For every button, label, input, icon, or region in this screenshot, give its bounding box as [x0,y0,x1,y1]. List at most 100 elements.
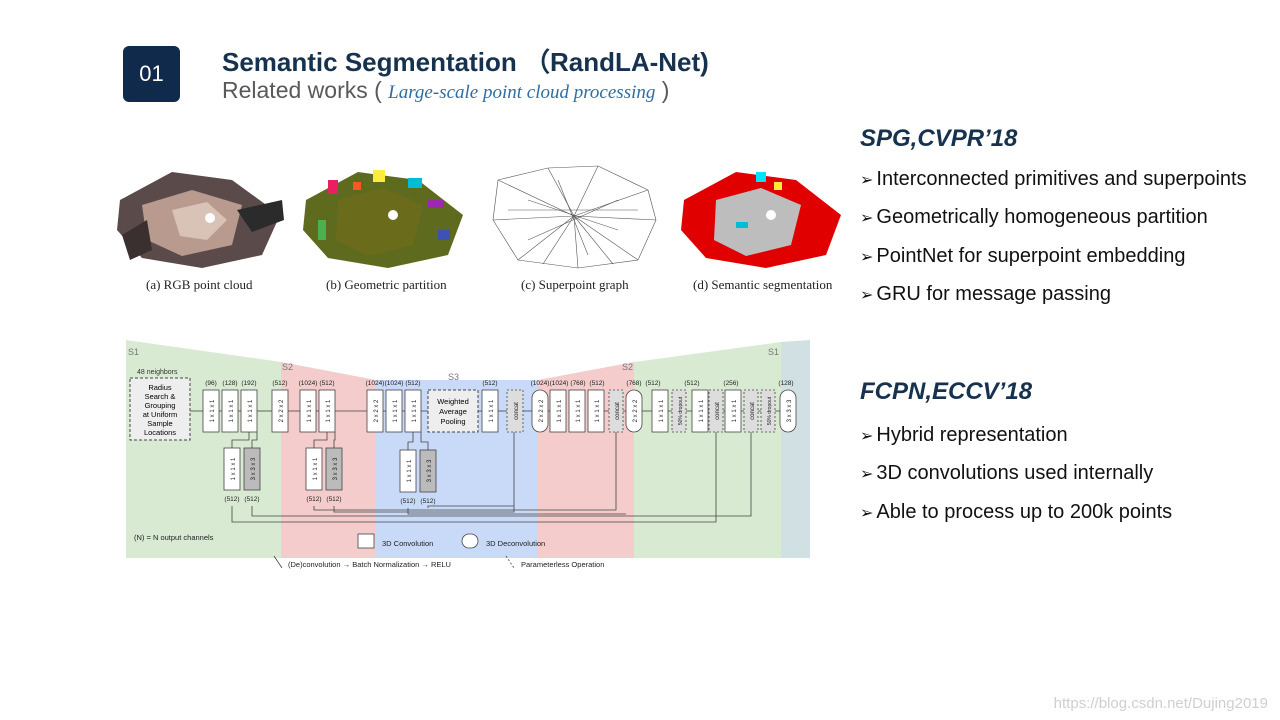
geometric-partition-image [298,160,470,272]
radius-box-line-1: Radius [148,383,172,392]
branch-label-3x3-a: 3 x 3 x 3 [251,457,257,480]
channel-label-512d: (512) [482,380,497,387]
fcpn-architecture-diagram: S1 S2 S3 S2 S1 48 neighbors Radius Searc… [126,340,810,569]
channel-label-1024a: (1024) [299,380,318,387]
spg-bullet-1-text: Interconnected primitives and superpoint… [876,168,1247,190]
stage-gray-background [781,340,810,558]
block-label-1x1-h: 1 x 1 x 1 [489,399,495,422]
channel-label-128b: (128) [778,380,793,387]
channel-label-1024d: (1024) [531,380,550,387]
branch-channel-512d: (512) [326,496,341,503]
caption-superpoint-graph: (c) Superpoint graph [521,277,629,292]
bullet-arrow-icon: ➢ [860,428,874,445]
spg-bullet-1: ➢Interconnected primitives and superpoin… [860,168,1247,191]
stage-label-s3: S3 [448,372,459,382]
legend-conv-text: 3D Convolution [382,539,433,548]
legend-channels-text: (N) = N output channels [134,533,214,542]
block-label-1x1-k: 1 x 1 x 1 [595,399,601,422]
fcpn-bullet-2: ➢3D convolutions used internally [860,462,1153,485]
radius-box-line-2: Search & [145,392,176,401]
block-label-3x3: 3 x 3 x 3 [787,399,793,422]
rgb-point-cloud-image [112,160,287,272]
block-label-dropout-2: 50% dropout [767,396,773,425]
channel-label-512g: (512) [684,380,699,387]
block-label-2x2-b: 2 x 2 x 2 [374,399,380,422]
branch-channel-512f: (512) [420,498,435,505]
concat-block-2 [608,389,624,433]
radius-search-box [129,377,191,441]
bullet-arrow-icon: ➢ [860,172,874,189]
channel-label-512f: (512) [645,380,660,387]
stage-s1-right-background [634,342,781,558]
block-label-2x2-d: 2 x 2 x 2 [633,399,639,422]
branch-channel-512c: (512) [306,496,321,503]
bullet-arrow-icon: ➢ [860,210,874,227]
legend-line-text: (De)convolution → Batch Normalization → … [288,560,451,569]
bullet-arrow-icon: ➢ [860,249,874,266]
block-label-concat-1: concat [514,402,520,420]
channel-label-192: (192) [241,380,256,387]
channel-label-1024c: (1024) [385,380,404,387]
channel-label-512e: (512) [589,380,604,387]
watermark: https://blog.csdn.net/Dujing2019 [1053,695,1268,712]
dropout-block-2 [760,389,776,433]
block-label-2x2-a: 2 x 2 x 2 [279,399,285,422]
channel-label-128: (128) [222,380,237,387]
stage-label-s2-left: S2 [282,362,293,372]
legend-param-swatch [505,555,515,569]
spg-bullet-2-text: Geometrically homogeneous partition [876,206,1208,228]
branch-label-1x1-a: 1 x 1 x 1 [231,457,237,480]
channel-label-1024e: (1024) [550,380,569,387]
fcpn-heading: FCPN,ECCV’18 [860,378,1033,405]
fcpn-bullet-3: ➢Able to process up to 200k points [860,501,1172,524]
spg-bullet-4: ➢GRU for message passing [860,283,1111,306]
subtitle-suffix: ) [661,77,670,103]
block-label-dropout-1: 50% dropout [678,396,684,425]
channel-label-768a: (768) [570,380,585,387]
legend-line-swatch [273,555,283,569]
block-label-1x1-e: 1 x 1 x 1 [326,399,332,422]
caption-rgb-point-cloud: (a) RGB point cloud [146,277,253,292]
neighbors-label: 48 neighbors [137,369,178,376]
block-label-1x1-l: 1 x 1 x 1 [659,399,665,422]
block-label-concat-4: concat [750,402,756,420]
weighted-pooling-line-3: Pooling [440,417,465,426]
subtitle-prefix: Related works ( [222,77,382,103]
channel-label-512a: (512) [272,380,287,387]
stage-label-s1-left: S1 [128,347,139,357]
fcpn-bullet-3-text: Able to process up to 200k points [876,501,1173,523]
superpoint-graph-image [488,160,660,272]
fcpn-bullet-2-text: 3D convolutions used internally [876,462,1154,484]
slide-title: Semantic Segmentation （RandLA-Net) [222,47,709,77]
weighted-pooling-box [427,389,479,433]
block-label-concat-2: concat [615,402,621,420]
block-label-1x1-a: 1 x 1 x 1 [210,399,216,422]
channel-label-256: (256) [723,380,738,387]
slide-subtitle: Related works ( Large-scale point cloud … [222,77,669,104]
section-number-badge: 01 [123,46,180,102]
legend-conv-swatch [357,533,375,549]
block-label-1x1-g: 1 x 1 x 1 [412,399,418,422]
block-label-1x1-n: 1 x 1 x 1 [732,399,738,422]
subtitle-italic: Large-scale point cloud processing [388,82,656,103]
concat-block-3 [708,389,724,433]
spg-bullet-4-text: GRU for message passing [876,283,1111,305]
branch-label-3x3-c: 3 x 3 x 3 [427,459,433,482]
block-label-1x1-j: 1 x 1 x 1 [576,399,582,422]
radius-box-line-4: at Uniform [143,410,178,419]
spg-bullet-3-text: PointNet for superpoint embedding [876,245,1186,267]
radius-box-line-3: Grouping [145,401,176,410]
block-label-1x1-i: 1 x 1 x 1 [557,399,563,422]
radius-box-line-5: Sample [147,419,172,428]
block-label-1x1-d: 1 x 1 x 1 [307,399,313,422]
radius-box-line-6: Locations [144,428,176,437]
stage-label-s2-right: S2 [622,362,633,372]
channel-label-512b: (512) [319,380,334,387]
caption-semantic-segmentation: (d) Semantic segmentation [693,277,833,292]
fcpn-bullet-1-text: Hybrid representation [876,424,1068,446]
fcpn-bullet-1: ➢Hybrid representation [860,424,1068,447]
bullet-arrow-icon: ➢ [860,287,874,304]
spg-bullet-2: ➢Geometrically homogeneous partition [860,206,1208,229]
branch-label-3x3-b: 3 x 3 x 3 [333,457,339,480]
block-label-1x1-b: 1 x 1 x 1 [229,399,235,422]
